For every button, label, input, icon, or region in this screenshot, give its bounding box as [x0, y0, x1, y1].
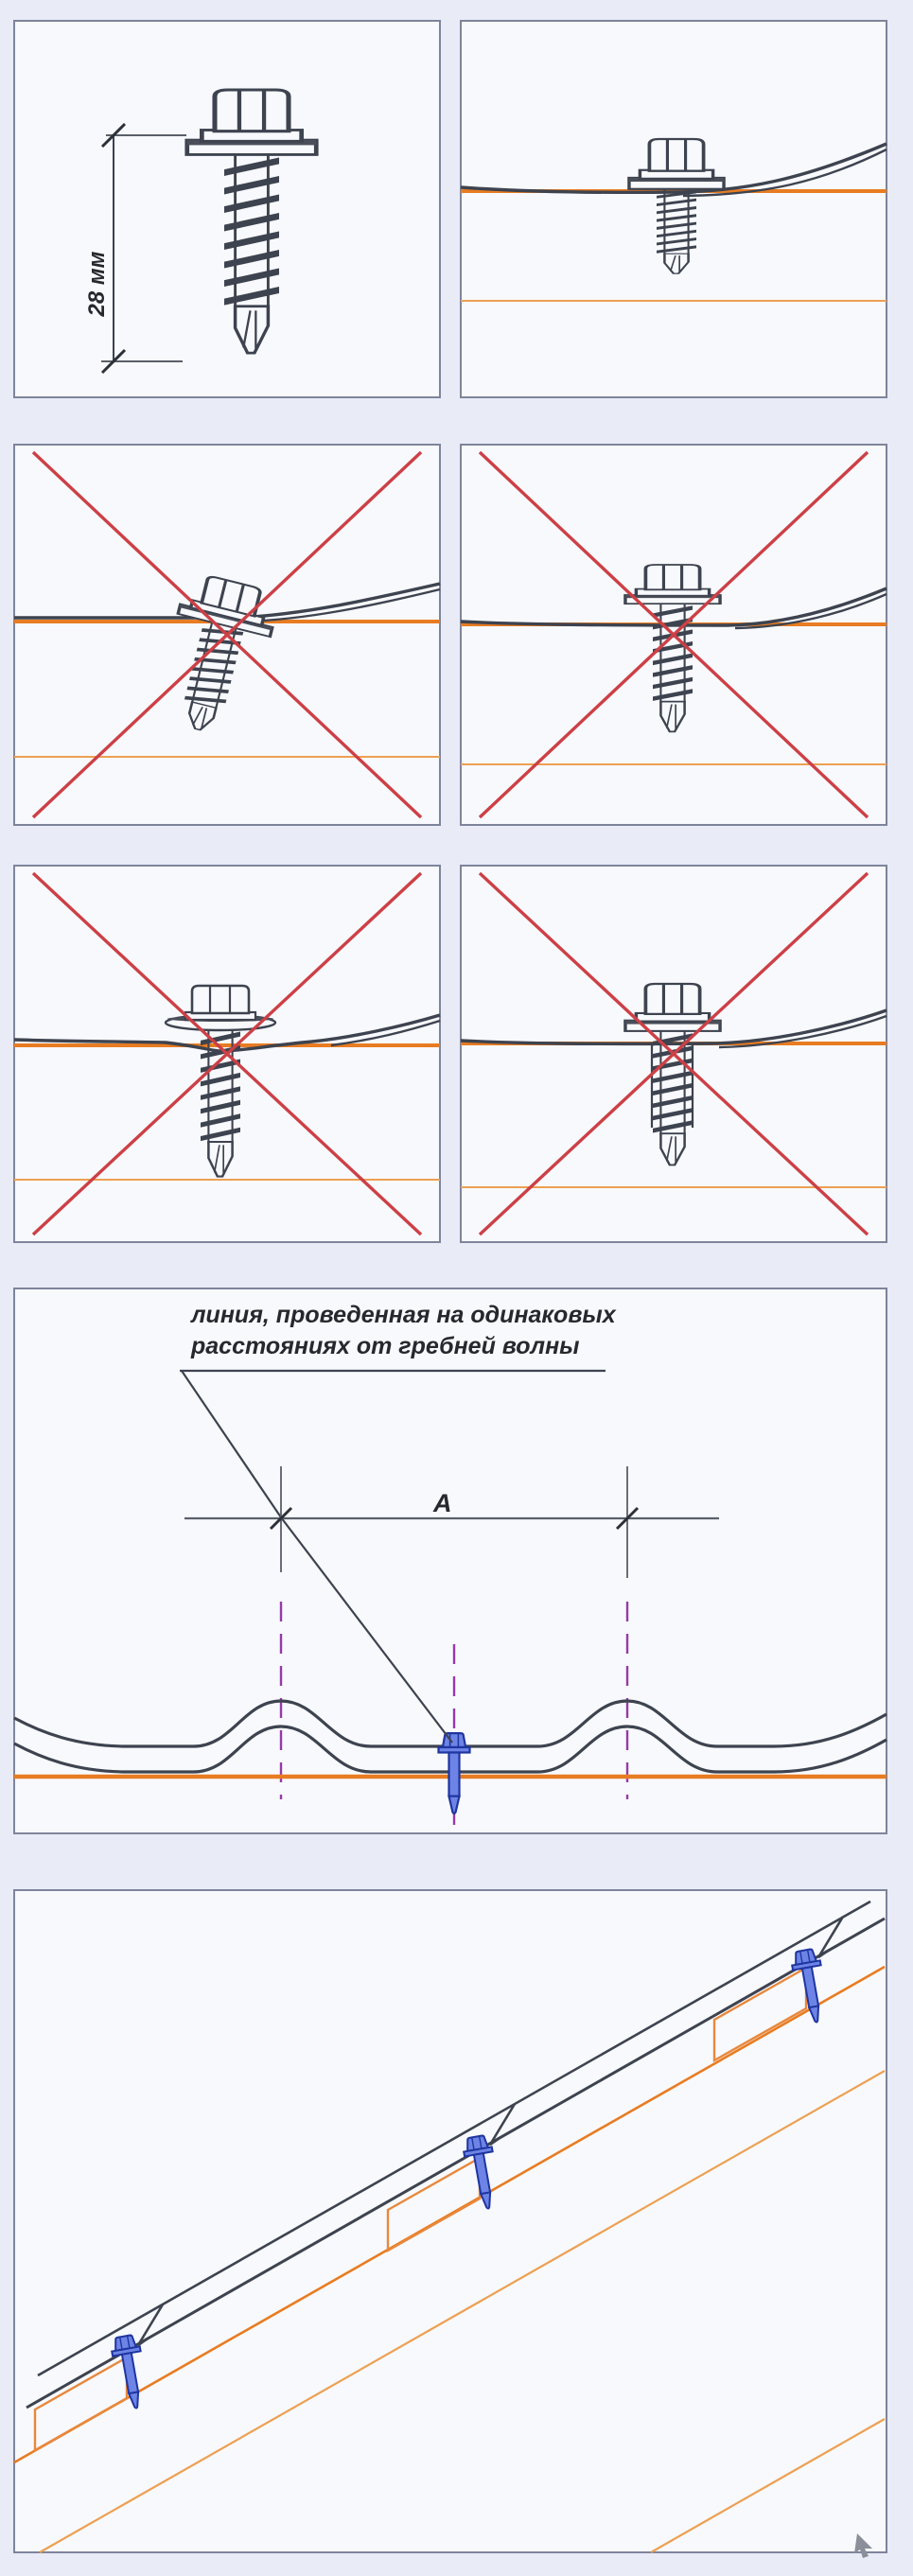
dimension-tick-icon: [100, 122, 127, 149]
sheet-profile-line: [460, 1008, 887, 1046]
red-cross-icon: [31, 871, 423, 1236]
dimension-label-28mm: 28 мм: [84, 251, 110, 317]
drawing-error-overdriven: [13, 871, 441, 1236]
panel-frames: [13, 20, 887, 2553]
red-cross-icon: [478, 871, 869, 1236]
batten-icon: [386, 2155, 482, 2253]
sheet-underside-line: [243, 587, 441, 623]
panel-roof-slope-section: [13, 1889, 887, 2553]
drawing-crest-spacing: [13, 1369, 887, 1826]
battens: [33, 1965, 808, 2453]
annotation-line-2: расстояниях от гребней волны: [191, 1333, 580, 1359]
cursor-artifact-icon: [854, 2533, 872, 2558]
batten-icon: [712, 1965, 808, 2063]
profile-steps: [136, 1916, 845, 2347]
drawing-correct-fastening: [460, 137, 887, 302]
batten-icon: [33, 2355, 129, 2453]
step-notch: [488, 2103, 517, 2147]
drawing-roof-slope: [13, 1900, 886, 2558]
drawing-error-oversized-hole: [460, 871, 887, 1236]
sheet-profile-line: [460, 142, 887, 195]
red-cross-icon: [478, 450, 869, 819]
sheet-crest-line: [37, 1900, 871, 2377]
step-notch: [136, 2304, 165, 2347]
sheet-underside-line: [682, 148, 887, 198]
sheet-underside-line: [734, 592, 887, 630]
sheet-underside-line: [718, 1014, 887, 1049]
screw-head-icon: [190, 984, 251, 1015]
panel-correct-fastening: [460, 20, 887, 398]
drawing-error-tilted: [14, 450, 441, 819]
sheet-underside-line: [330, 1019, 441, 1047]
annotation-line-1: линия, проведенная на одинаковых: [191, 1302, 616, 1328]
drawing-error-underdriven: [460, 450, 887, 819]
sheet-surface-line: [26, 1917, 886, 2410]
rafter-line-lower: [650, 2418, 886, 2553]
annotation-text: линия, проведенная на одинаковых расстоя…: [191, 1300, 616, 1362]
dimension-label-A: A: [433, 1489, 452, 1517]
sheet-profile-line: [460, 587, 887, 627]
drawing-screw-28mm: [100, 90, 316, 375]
dimension-tick-icon: [269, 1506, 293, 1531]
dimension-tick-icon: [615, 1506, 640, 1531]
red-cross-icon: [31, 450, 423, 819]
step-notch: [816, 1916, 845, 1959]
dimension-tick-icon: [100, 348, 127, 375]
rafter-line-middle: [39, 2070, 886, 2553]
